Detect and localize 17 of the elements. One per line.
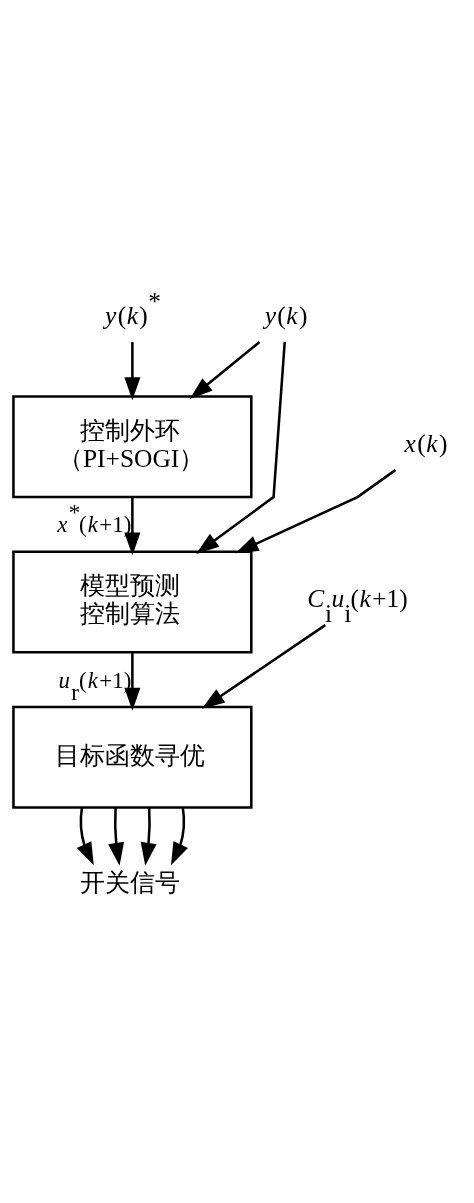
node-box: 模型预测控制算法 <box>12 550 253 653</box>
node-box: 控制外环 （PI+SOGI） <box>12 394 253 498</box>
arrow <box>108 807 125 866</box>
arrow <box>124 341 141 400</box>
arrow <box>201 623 326 709</box>
arrow <box>124 651 141 711</box>
arrow <box>76 806 94 865</box>
arrow <box>124 496 141 556</box>
arrow <box>140 807 157 866</box>
arrow <box>196 341 286 554</box>
node-text: y(k) <box>264 300 308 330</box>
node-text: 开关信号 <box>80 867 181 897</box>
arrow <box>171 806 188 865</box>
arrow <box>235 468 397 553</box>
node-text: x(k) <box>404 428 448 458</box>
node-box: 目标函数寻优 <box>12 705 253 809</box>
arrow <box>189 340 261 399</box>
